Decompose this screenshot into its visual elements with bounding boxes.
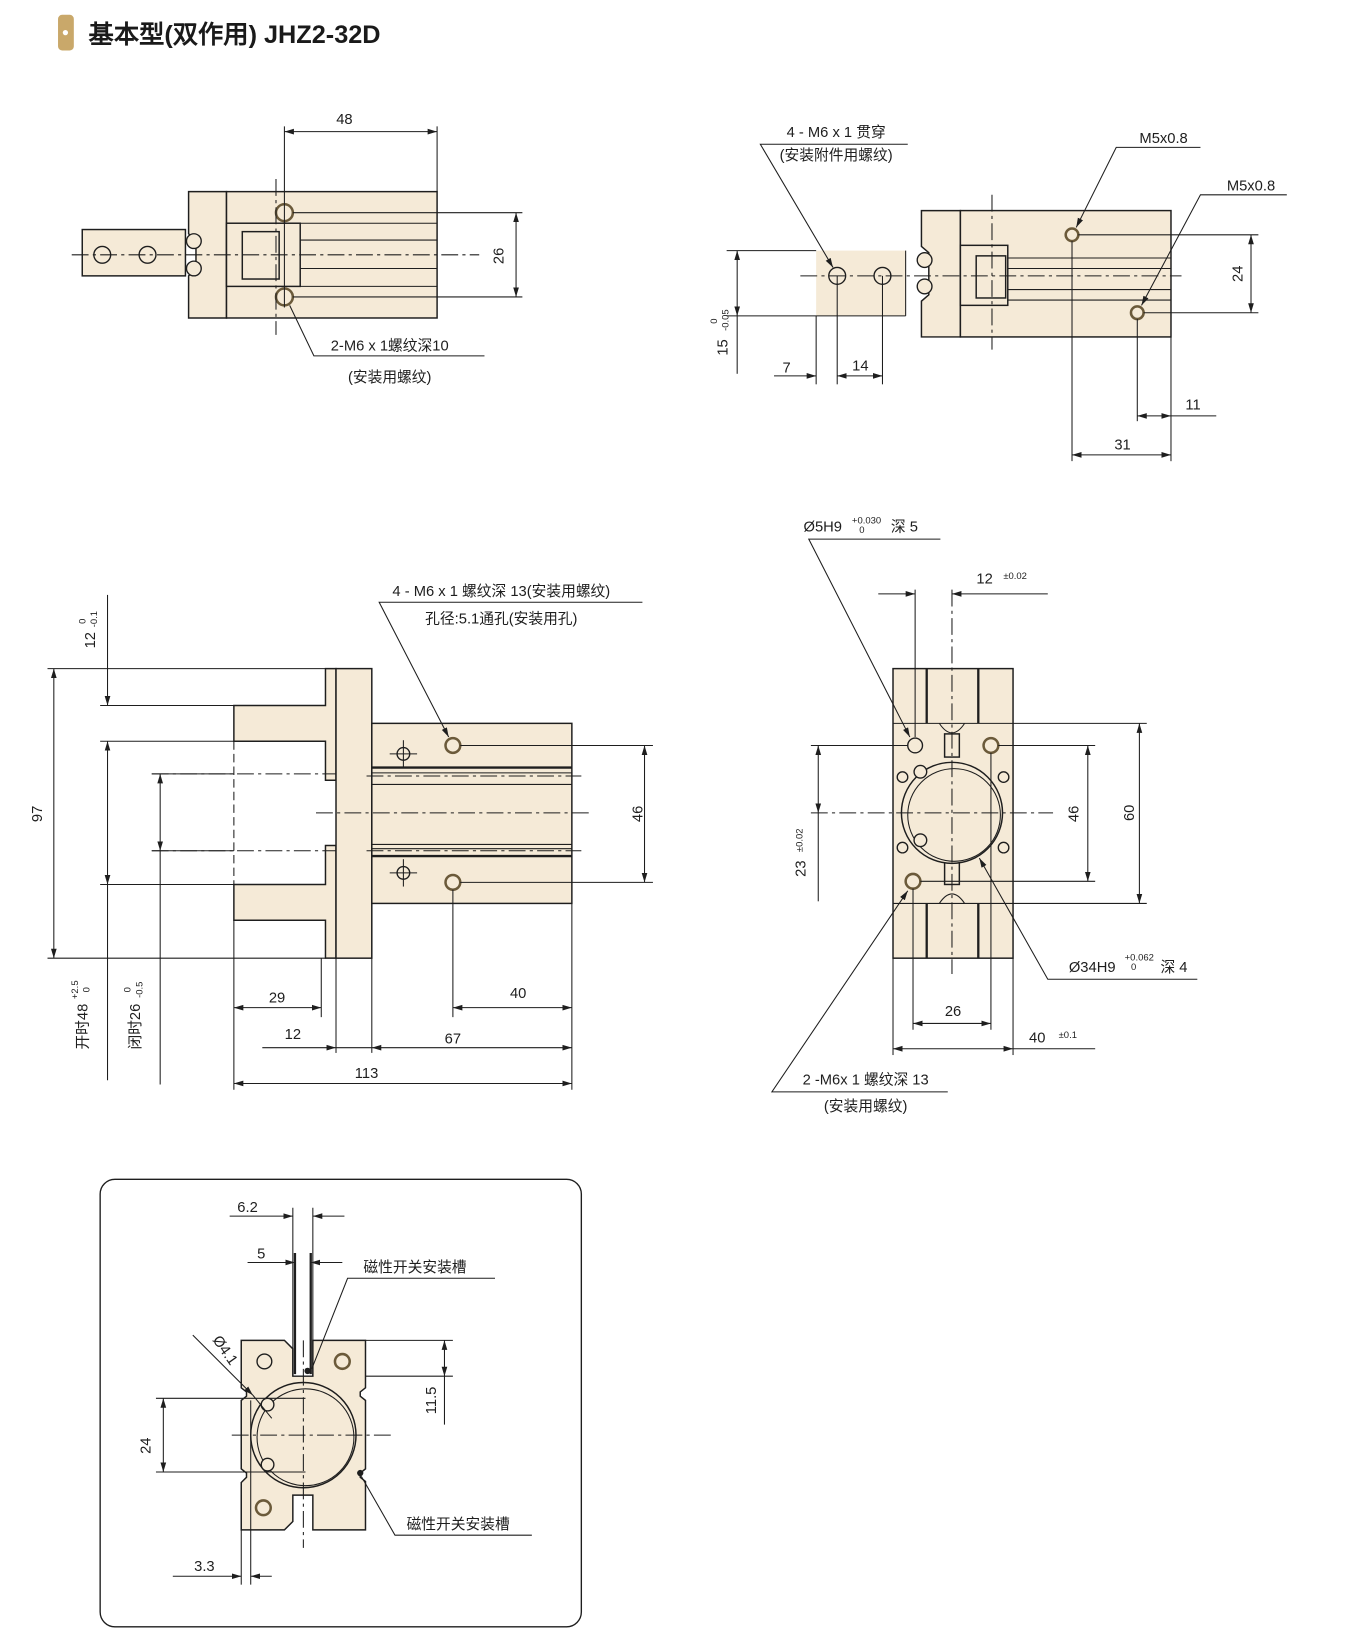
pin-note: Ø5H9 [804, 520, 843, 536]
page-header: 基本型(双作用) JHZ2-32D [58, 14, 381, 51]
bore-note: Ø34H9 [1069, 960, 1116, 976]
screw-icon [997, 841, 1010, 854]
thread-note: 2-M6 x 1螺纹深10 [331, 338, 449, 355]
screw-icon [896, 841, 909, 854]
finger [816, 250, 906, 316]
page-title: 基本型(双作用) JHZ2-32D [89, 21, 381, 49]
lower-jaw [233, 844, 337, 959]
piston-block [241, 230, 280, 280]
open-tol-lower: 0 [82, 987, 93, 992]
bore-tol-upper: +0.062 [1125, 952, 1154, 963]
mounting-hole-note: 孔径:5.1通孔(安装用孔) [425, 610, 577, 627]
thread-note-sub: (安装用螺纹) [348, 369, 432, 386]
dim-46: 46 [630, 806, 646, 822]
dim-12-tol-lower: -0.1 [89, 611, 100, 627]
dim-12-bottom: 12 [285, 1027, 301, 1043]
upper-jaw [233, 667, 337, 781]
view-side: 97 12 0 -0.1 开时48 +2.5 0 闭时26 0 -0.5 46 … [30, 583, 653, 1090]
dia-4-1: Ø4.1 [209, 1333, 240, 1368]
dim-26: 26 [945, 1004, 961, 1020]
dim-29: 29 [269, 990, 285, 1006]
dim-12-top: 12 [83, 632, 99, 648]
dim-12-tol: ±0.02 [1003, 571, 1027, 582]
closed-tol-upper: 0 [123, 987, 134, 992]
dim-113: 113 [355, 1066, 379, 1082]
view-end: 12 ±0.02 23 ±0.02 46 60 26 40 ±0.1 Ø5H9 … [770, 515, 1198, 1115]
open-stroke-dim: 开时48 [75, 1004, 92, 1050]
switch-slot-dot [304, 1367, 311, 1375]
mounting-hole-icon [982, 736, 1000, 755]
dim-24: 24 [1231, 266, 1247, 282]
dim-40: 40 [1029, 1030, 1045, 1046]
closed-tol-lower: -0.5 [134, 982, 145, 998]
dim-23: 23 [794, 860, 810, 876]
dim-3-3: 3.3 [194, 1559, 214, 1575]
end-thread-note: 2 -M6x 1 螺纹深 13 [803, 1072, 929, 1089]
screw-icon [185, 233, 202, 250]
view-top-right: 24 15 0 -0.05 7 14 11 31 4 - M6 x 1 贯穿 (… [709, 124, 1287, 462]
view-switch-slot: 6.2 5 磁性开关安装槽 11.5 24 3.3 Ø4.1 磁性开关安装槽 [99, 1178, 583, 1628]
screw-icon [916, 278, 933, 295]
view-top-left: 48 26 2-M6 x 1螺纹深10 (安装用螺纹) [71, 112, 523, 386]
hole-icon [256, 1353, 273, 1370]
dim-97: 97 [30, 806, 46, 822]
port-icon [1064, 227, 1080, 243]
port-note-b: M5x0.8 [1227, 179, 1275, 195]
dim-31: 31 [1114, 438, 1130, 454]
pin-hole-icon [907, 737, 924, 754]
open-tol-upper: +2.5 [70, 980, 81, 999]
dim-67: 67 [445, 1031, 461, 1047]
port-icon [1129, 305, 1145, 321]
dim-5: 5 [257, 1246, 265, 1262]
dim-40-tol: ±0.1 [1059, 1030, 1077, 1041]
accessory-thread-note: 4 - M6 x 1 贯穿 [787, 124, 886, 141]
dim-26: 26 [491, 248, 507, 264]
dim-12-tol-upper: 0 [77, 619, 88, 624]
mounting-hole-icon [444, 736, 462, 755]
pin-depth: 深 5 [891, 519, 918, 536]
screw-icon [185, 260, 202, 277]
switch-slot-dot [357, 1469, 364, 1477]
accessory-thread-note-sub: (安装附件用螺纹) [780, 147, 893, 164]
end-thread-note-sub: (安装用螺纹) [824, 1098, 908, 1115]
dim-46: 46 [1066, 806, 1082, 822]
slot-label-bottom: 磁性开关安装槽 [407, 1516, 510, 1533]
pin-tol-upper: +0.030 [852, 515, 881, 526]
port-note-a: M5x0.8 [1139, 131, 1187, 147]
dim-60: 60 [1122, 805, 1138, 821]
screw-icon [896, 771, 909, 784]
dim-11: 11 [1185, 398, 1200, 414]
dim-40: 40 [510, 986, 526, 1002]
dim-12: 12 [976, 571, 992, 587]
flange [920, 209, 962, 338]
mounting-hole-icon [333, 1352, 351, 1371]
dim-23-tol: ±0.02 [794, 828, 805, 852]
mounting-thread-note: 4 - M6 x 1 螺纹深 13(安装用螺纹) [392, 583, 610, 600]
dim-6-2: 6.2 [237, 1200, 257, 1216]
dim-15-tol-lower: -0.05 [721, 309, 732, 331]
dim-11-5: 11.5 [424, 1387, 440, 1415]
mounting-hole-icon [904, 872, 922, 890]
screw-icon [997, 771, 1010, 784]
detail-frame [99, 1178, 583, 1628]
mounting-hole-icon [254, 1499, 272, 1517]
bore-depth: 深 4 [1160, 959, 1187, 976]
closed-stroke-dim: 闭时26 [127, 1004, 144, 1050]
dim-7: 7 [783, 361, 791, 377]
bore-tol-lower: 0 [1131, 962, 1136, 973]
dim-48: 48 [336, 112, 352, 128]
dim-14: 14 [852, 359, 868, 375]
title-accent-dot [62, 30, 69, 36]
slot-label-top: 磁性开关安装槽 [363, 1259, 466, 1276]
screw-icon [916, 252, 933, 269]
mounting-hole-icon [444, 873, 462, 891]
pin-tol-lower: 0 [859, 525, 864, 536]
dim-24: 24 [139, 1437, 155, 1453]
dim-15-tol-upper: 0 [709, 319, 720, 324]
dim-15: 15 [716, 339, 732, 355]
